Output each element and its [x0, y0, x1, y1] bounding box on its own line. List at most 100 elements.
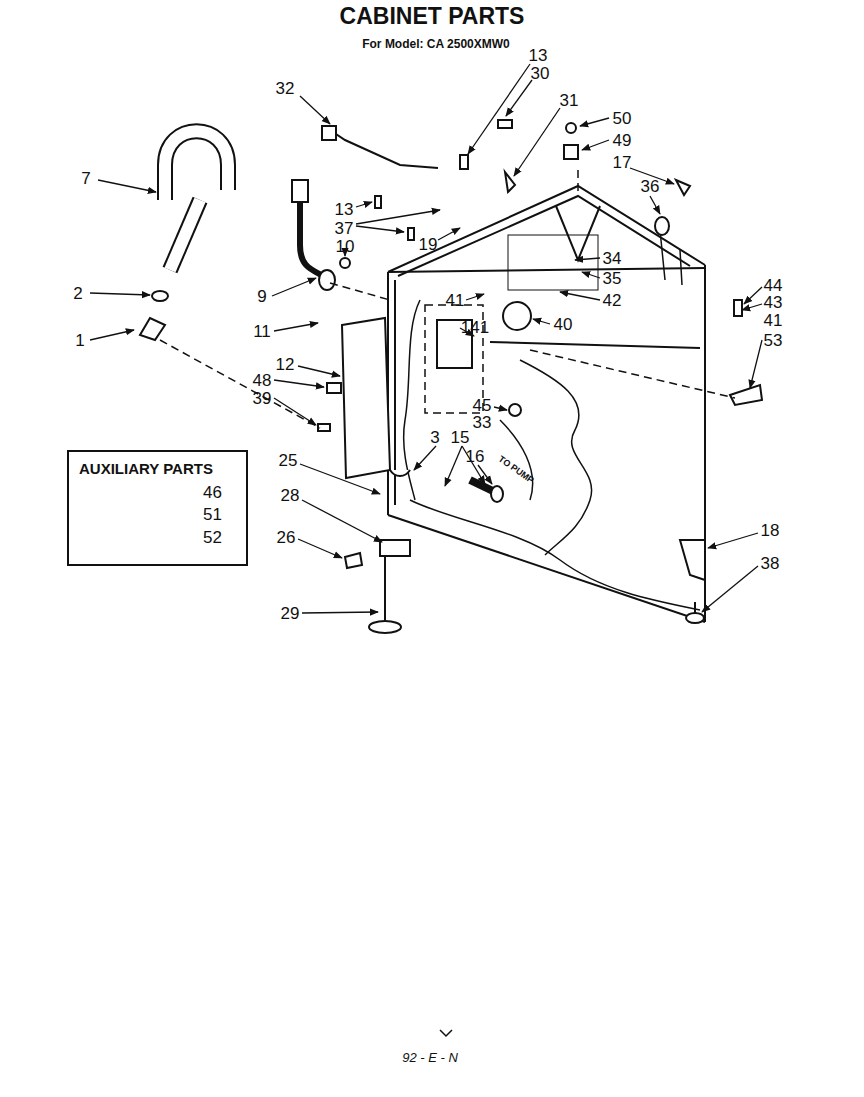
callout-number: 25 — [277, 451, 300, 470]
callout-number: 31 — [558, 91, 581, 110]
leader-lines — [356, 226, 404, 232]
callout-number: 7 — [79, 169, 92, 188]
parts — [498, 120, 512, 128]
cabinet — [490, 342, 700, 348]
leader-lines — [702, 566, 758, 612]
cabinet — [388, 186, 705, 622]
callout-number: 13 — [527, 46, 550, 65]
leader-lines — [90, 330, 134, 340]
leader-lines — [438, 228, 460, 240]
parts — [165, 131, 228, 200]
dashed-lines — [530, 350, 735, 398]
parts — [384, 556, 386, 622]
callout-number: 53 — [762, 331, 785, 350]
parts — [390, 470, 410, 476]
leader-lines — [298, 366, 340, 376]
callout-number: 141 — [459, 318, 491, 337]
leader-lines — [560, 292, 600, 300]
leader-lines — [300, 96, 330, 124]
callout-number: 46 — [203, 484, 222, 501]
box-heading: AUXILIARY PARTS — [79, 461, 213, 476]
leader-lines — [650, 196, 660, 214]
callout-number: 43 — [762, 293, 785, 312]
callout-number: 45 — [471, 396, 494, 415]
callout-number: 38 — [759, 554, 782, 573]
leader-lines — [414, 446, 436, 470]
cabinet — [508, 235, 598, 290]
callout-number: 12 — [274, 355, 297, 374]
leader-lines — [98, 180, 156, 192]
callout-number: 41 — [762, 311, 785, 330]
callout-number: 30 — [529, 64, 552, 83]
callout-number: 16 — [464, 447, 487, 466]
cabinet — [388, 268, 705, 272]
parts — [505, 172, 515, 192]
leader-lines — [506, 80, 532, 116]
parts — [375, 196, 381, 208]
callout-number: 49 — [611, 131, 634, 150]
leader-lines — [298, 539, 342, 558]
callout-number: 37 — [333, 219, 356, 238]
parts — [340, 258, 350, 268]
parts — [369, 621, 401, 633]
parts — [165, 131, 228, 200]
callout-number: 2 — [71, 284, 84, 303]
callout-number: 3 — [428, 428, 441, 447]
leader-lines — [478, 465, 492, 484]
leader-lines — [575, 258, 600, 260]
handwritten-note: 92 - E - N — [400, 1050, 460, 1065]
parts — [460, 155, 468, 169]
leader-lines — [468, 64, 530, 154]
parts — [408, 228, 414, 240]
parts — [140, 318, 165, 340]
leader-lines — [580, 118, 609, 126]
leader-lines — [582, 272, 600, 278]
callout-number: 51 — [203, 506, 222, 523]
leader-lines — [356, 202, 372, 207]
callout-number: 35 — [601, 269, 624, 288]
callout-number: 9 — [255, 287, 268, 306]
parts — [686, 613, 704, 623]
leader-lines — [274, 380, 324, 387]
leader-lines — [708, 533, 758, 548]
leader-lines — [272, 278, 316, 296]
callout-number: 34 — [601, 249, 624, 268]
callout-number: 41 — [444, 291, 467, 310]
callout-number: 50 — [611, 109, 634, 128]
parts — [292, 180, 308, 202]
cabinet — [680, 540, 705, 580]
leader-lines — [494, 407, 507, 410]
cabinet — [556, 206, 600, 260]
parts — [655, 217, 669, 235]
callout-number: 28 — [279, 486, 302, 505]
callout-number: 29 — [279, 604, 302, 623]
cabinet — [410, 500, 700, 610]
model-subtitle: For Model: CA 2500XMW0 — [360, 37, 512, 51]
callout-number: 44 — [762, 276, 785, 295]
callout-number: 15 — [449, 428, 472, 447]
parts — [734, 300, 742, 316]
leader-lines — [302, 612, 378, 613]
dashed-lines — [577, 170, 579, 196]
leader-lines — [445, 446, 462, 486]
callout-number: 18 — [759, 521, 782, 540]
leader-lines — [300, 464, 380, 494]
leader-lines — [302, 500, 382, 542]
parts — [564, 145, 578, 159]
leader-lines — [582, 140, 609, 150]
parts — [319, 270, 335, 290]
callout-number: 33 — [471, 413, 494, 432]
parts — [503, 302, 531, 330]
parts — [330, 130, 438, 168]
callout-number: 11 — [251, 322, 273, 341]
auxiliary-parts-box: AUXILIARY PARTS465152 — [67, 450, 248, 566]
parts — [170, 200, 200, 270]
parts — [730, 385, 762, 405]
callout-number: 40 — [552, 315, 575, 334]
cabinet — [660, 230, 682, 285]
parts — [566, 123, 576, 133]
dashed-lines — [160, 170, 735, 428]
parts — [342, 318, 390, 478]
callout-number: 26 — [275, 528, 298, 547]
